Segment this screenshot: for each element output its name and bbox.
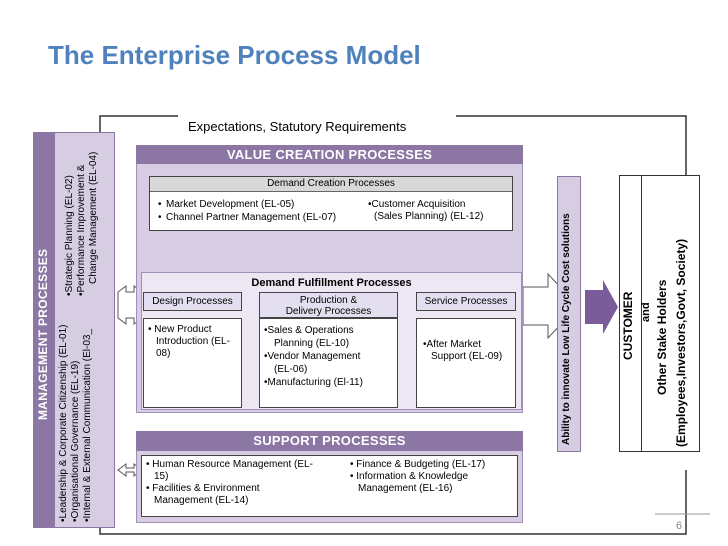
finance-item: • Finance & Budgeting (EL-17): [350, 459, 486, 470]
new-product-item: • New Product Introduction (EL- 08): [148, 324, 230, 359]
management-list-2: •Strategic Planning (EL-02) •Performance…: [64, 152, 100, 296]
demand-creation-title: Demand Creation Processes: [150, 177, 512, 192]
management-item-leadership: •Leadership & Corporate Citizenship (EL-…: [58, 324, 69, 522]
management-band: [33, 132, 55, 528]
customer-box: [619, 175, 700, 452]
channel-partner-item: Channel Partner Management (EL-07): [158, 212, 368, 225]
demand-creation-box: Demand Creation Processes Market Develop…: [149, 176, 513, 231]
support-right-list: • Finance & Budgeting (EL-17) • Informat…: [350, 459, 515, 495]
facilities-item: • Facilities & Environment: [146, 483, 260, 494]
customer-acquisition-item: •Customer Acquisition (Sales Planning) (…: [368, 199, 484, 222]
vendor-management-code: (EL-06): [274, 364, 308, 375]
manufacturing-item: •Manufacturing (El-11): [264, 377, 363, 388]
sales-operations-code: Planning (EL-10): [274, 338, 350, 349]
stakeholders-label: Other Stake Holders: [655, 279, 669, 395]
management-item-governance: •Organisational Governance (EL-19): [70, 360, 81, 522]
page-number: 6: [676, 520, 683, 532]
production-processes-box: •Sales & Operations Planning (EL-10) •Ve…: [259, 318, 398, 408]
vendor-management-item: •Vendor Management: [264, 351, 361, 362]
demand-creation-left-list: Market Development (EL-05) Channel Partn…: [158, 199, 368, 224]
production-processes-header: Production & Delivery Processes: [259, 292, 398, 318]
design-processes-header: Design Processes: [143, 292, 242, 311]
management-item-performance: •Performance Improvement &: [76, 164, 87, 296]
human-resource-item: • Human Resource Management (EL-: [146, 459, 313, 470]
after-market-item: •After Market Support (EL-09): [423, 339, 503, 362]
top-label: Expectations, Statutory Requirements: [188, 119, 407, 134]
stakeholders-detail: (Employees,Investors,Govt, Society): [674, 238, 688, 447]
service-processes-header: Service Processes: [416, 292, 516, 311]
support-title: SUPPORT PROCESSES: [136, 431, 523, 451]
design-processes-box: • New Product Introduction (EL- 08): [143, 318, 242, 408]
customer-and: and: [640, 302, 652, 322]
management-item-communication: •Internal & External Communication (El-0…: [82, 328, 93, 522]
support-box: • Human Resource Management (EL- 15) • F…: [141, 455, 518, 517]
management-list-1: •Leadership & Corporate Citizenship (EL-…: [58, 324, 94, 522]
demand-fulfillment-title: Demand Fulfillment Processes: [251, 277, 412, 289]
ability-label: Ability to innovate Low Life Cycle Cost …: [561, 213, 572, 445]
information-item: • Information & Knowledge: [350, 471, 469, 482]
customer-title: CUSTOMER: [621, 291, 635, 360]
sales-operations-item: •Sales & Operations: [264, 325, 354, 336]
ability-column: [557, 176, 581, 452]
service-processes-box: •After Market Support (EL-09): [416, 318, 516, 408]
management-item-change: Change Management (EL-04): [88, 151, 99, 284]
page-title: The Enterprise Process Model: [48, 40, 421, 70]
customer-divider: [641, 176, 642, 451]
value-creation-title: VALUE CREATION PROCESSES: [136, 145, 523, 164]
management-title: MANAGEMENT PROCESSES: [36, 248, 50, 420]
management-item-strategic: •Strategic Planning (EL-02): [64, 175, 75, 296]
market-development-item: Market Development (EL-05): [158, 199, 368, 212]
support-left-list: • Human Resource Management (EL- 15) • F…: [146, 459, 346, 507]
